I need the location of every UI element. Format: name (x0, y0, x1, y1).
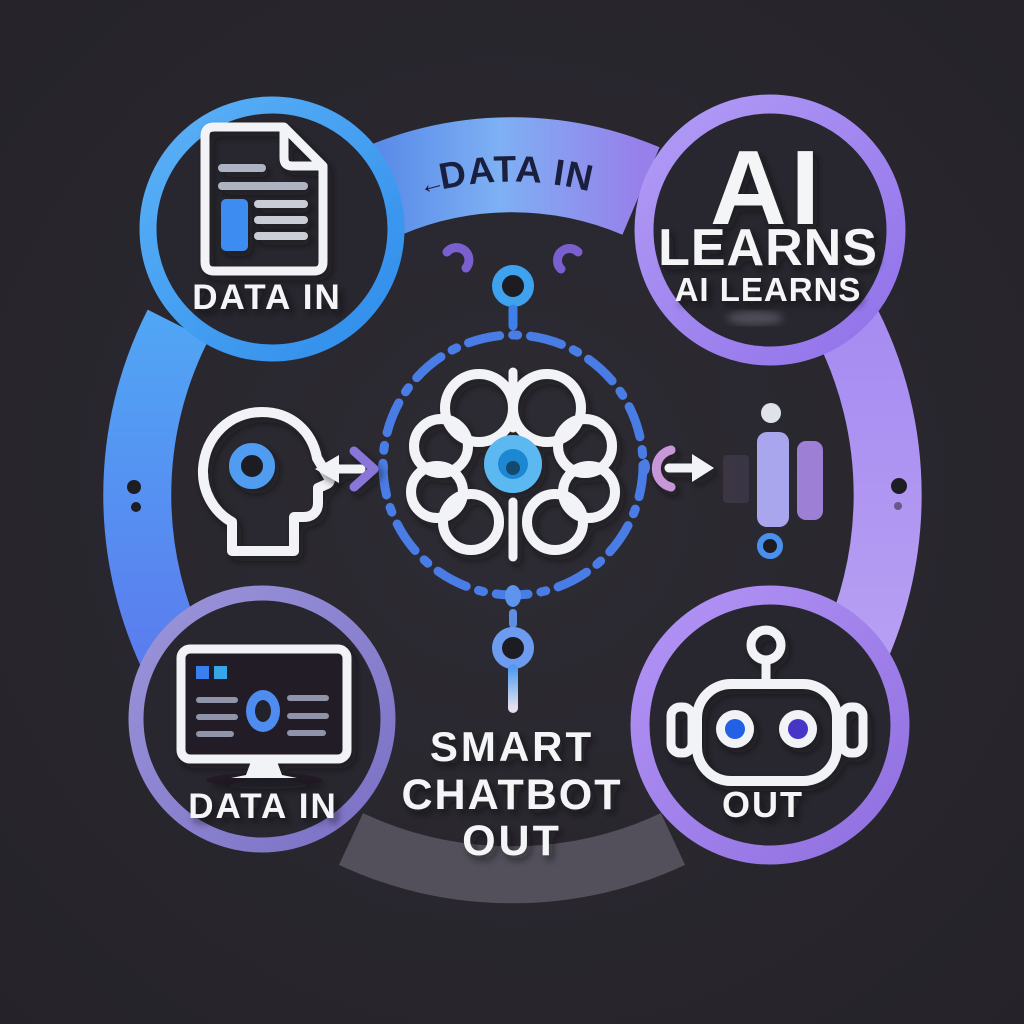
robot-ear-right (837, 702, 868, 758)
node-top-right: AI LEARNS AI LEARNS (634, 94, 906, 366)
node-ring (634, 94, 906, 366)
outer-ring-arc-left (103, 309, 209, 681)
caption-line3: OUT (462, 817, 562, 865)
arc-dot (127, 480, 141, 494)
bars-top-dot (761, 403, 781, 423)
monitor-icon (176, 644, 352, 787)
node-bottom-right-label: OUT (722, 784, 804, 825)
connector-ring-dot (492, 265, 534, 307)
node-top-left-label: DATA IN (192, 278, 341, 317)
node-ring (139, 96, 405, 362)
outer-ring-arc-right (815, 306, 922, 684)
bars-bottom-dot (757, 533, 783, 559)
node-bottom-left-label: DATA IN (188, 787, 337, 826)
arrow-right (651, 445, 714, 492)
robot-eye-right (788, 719, 808, 739)
arc-dot (891, 478, 907, 494)
crescent-decoration (442, 243, 474, 273)
node-top-right-title: AI (710, 129, 824, 247)
node-ring (630, 585, 910, 865)
node-bottom-right: OUT (630, 585, 910, 865)
connector-ring-dot (492, 627, 534, 669)
node-top-right-line2: LEARNS (658, 219, 878, 277)
bar-short (797, 441, 823, 520)
document-accent-block (221, 199, 248, 251)
banner-arc (364, 117, 660, 236)
bottom-arc (338, 813, 686, 904)
head-profile-icon (197, 407, 335, 556)
caption-line2: CHATBOT (401, 771, 622, 819)
robot-eye-left (725, 719, 745, 739)
top-connector (492, 207, 534, 331)
signal-bars-icon (723, 403, 823, 559)
node-bottom-left: DATA IN (128, 585, 396, 853)
caption-line1: SMART (430, 723, 594, 770)
arc-dot (131, 502, 141, 512)
crescent-decoration (553, 244, 583, 274)
bottom-connector (492, 585, 534, 713)
outer-ring (103, 117, 922, 904)
arc-dot (894, 502, 902, 510)
node-top-right-line3: AI LEARNS (675, 271, 862, 308)
monitor-stand (231, 759, 297, 778)
robot-ear-left (666, 702, 697, 758)
bidirectional-arrow (315, 446, 379, 492)
document-icon (200, 122, 328, 276)
head-mind-dot (229, 443, 275, 489)
caption: SMART CHATBOT OUT (401, 723, 622, 865)
node-top-left: DATA IN (139, 96, 405, 362)
bar-tall (757, 432, 789, 527)
brain-icon (406, 367, 620, 562)
robot-icon (666, 625, 868, 786)
